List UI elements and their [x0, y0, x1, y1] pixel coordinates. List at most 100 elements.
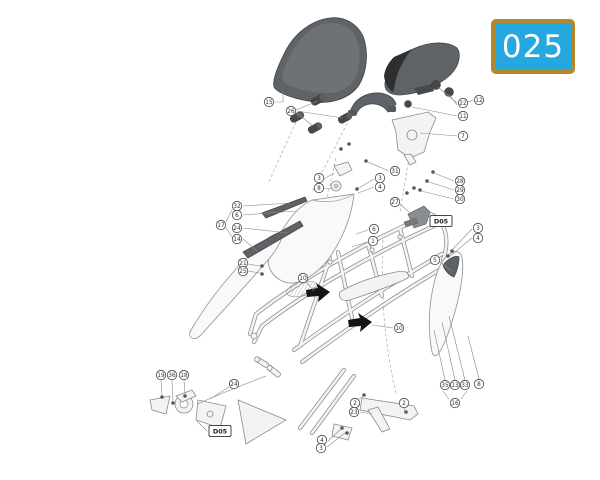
- svg-text:4: 4: [378, 185, 382, 191]
- svg-text:19: 19: [157, 373, 165, 379]
- drawing-number: 025: [501, 28, 565, 65]
- callout-13[interactable]: 13: [449, 379, 461, 391]
- rear-subframe: [250, 214, 446, 433]
- callout-17[interactable]: 17: [215, 219, 227, 231]
- svg-text:7: 7: [461, 134, 465, 140]
- subframe-casting: [339, 270, 409, 301]
- svg-text:31: 31: [391, 169, 399, 175]
- svg-text:4: 4: [476, 236, 480, 242]
- callout-25[interactable]: 25: [237, 265, 249, 277]
- left-tail-panel: [189, 196, 308, 339]
- svg-text:10: 10: [299, 276, 307, 282]
- svg-text:25: 25: [239, 269, 247, 275]
- callout-33[interactable]: 33: [459, 379, 471, 391]
- svg-text:3: 3: [378, 176, 382, 182]
- callout-22[interactable]: 22: [457, 97, 469, 109]
- alignment-lines: [267, 113, 411, 395]
- svg-text:6: 6: [235, 213, 239, 219]
- svg-text:5: 5: [433, 258, 437, 264]
- callout-3[interactable]: 3: [315, 442, 327, 454]
- svg-text:D05: D05: [434, 217, 448, 225]
- svg-text:15: 15: [265, 100, 273, 106]
- svg-text:3: 3: [476, 226, 480, 232]
- callout-32[interactable]: 32: [231, 200, 243, 212]
- svg-text:D05: D05: [213, 427, 227, 435]
- callout-11[interactable]: 11: [457, 110, 469, 122]
- seat-lock-assembly: [149, 356, 287, 445]
- callout-7[interactable]: 7: [457, 130, 469, 142]
- right-tail-panel: [428, 251, 464, 357]
- callout-35[interactable]: 35: [439, 379, 451, 391]
- callout-3[interactable]: 3: [374, 172, 386, 184]
- callout-10[interactable]: 10: [393, 322, 405, 334]
- callout-23[interactable]: 23: [348, 406, 360, 418]
- svg-text:4: 4: [320, 438, 324, 444]
- svg-text:13: 13: [451, 383, 459, 389]
- callout-5[interactable]: 5: [429, 254, 441, 266]
- svg-text:3: 3: [319, 446, 323, 452]
- callout-6[interactable]: 6: [368, 223, 380, 235]
- svg-text:27: 27: [391, 200, 399, 206]
- svg-text:33: 33: [461, 383, 469, 389]
- callout-3[interactable]: 3: [313, 172, 325, 184]
- callout-12[interactable]: 12: [473, 94, 485, 106]
- callout-24[interactable]: 24: [231, 222, 243, 234]
- callout-8[interactable]: 8: [473, 378, 485, 390]
- leader-lines: [160, 86, 480, 448]
- callout-16[interactable]: 16: [449, 397, 461, 409]
- svg-text:28: 28: [456, 179, 464, 185]
- tail-cowl: [267, 193, 355, 298]
- callout-27[interactable]: 27: [389, 196, 401, 208]
- callout-4[interactable]: 4: [374, 181, 386, 193]
- svg-text:29: 29: [456, 188, 464, 194]
- svg-text:24: 24: [230, 382, 238, 388]
- callout-2[interactable]: 2: [398, 397, 410, 409]
- callout-30[interactable]: 30: [454, 193, 466, 205]
- svg-text:8: 8: [477, 382, 481, 388]
- callout-8[interactable]: 8: [313, 182, 325, 194]
- latch-mechanism: [403, 205, 431, 229]
- callout-15[interactable]: 15: [263, 96, 275, 108]
- callout-18[interactable]: 18: [178, 369, 190, 381]
- callout-10[interactable]: 10: [297, 272, 309, 284]
- passenger-seat: [384, 42, 460, 96]
- diagram-ref-d05[interactable]: D05: [208, 425, 232, 437]
- svg-text:32: 32: [233, 204, 241, 210]
- callout-28[interactable]: 28: [454, 175, 466, 187]
- svg-text:24: 24: [233, 226, 241, 232]
- callout-2[interactable]: 2: [349, 397, 361, 409]
- callout-26[interactable]: 26: [285, 105, 297, 117]
- callout-3[interactable]: 3: [472, 222, 484, 234]
- callout-19[interactable]: 19: [155, 369, 167, 381]
- lock-keys: [197, 356, 281, 405]
- callout-1[interactable]: 1: [367, 235, 379, 247]
- svg-text:22: 22: [459, 101, 467, 107]
- svg-text:10: 10: [395, 326, 403, 332]
- frame-mounting-pads: [306, 283, 372, 332]
- svg-text:1: 1: [371, 239, 375, 245]
- svg-text:2: 2: [353, 401, 357, 407]
- svg-text:36: 36: [168, 373, 176, 379]
- drawing-number-badge: 025: [491, 19, 575, 74]
- svg-text:23: 23: [350, 410, 358, 416]
- svg-text:30: 30: [456, 197, 464, 203]
- callout-29[interactable]: 29: [454, 184, 466, 196]
- diagram-ref-d05[interactable]: D05: [429, 215, 453, 227]
- callout-31[interactable]: 31: [389, 165, 401, 177]
- callout-24[interactable]: 24: [228, 378, 240, 390]
- passenger-seat-band: [384, 49, 412, 92]
- callout-36[interactable]: 36: [166, 369, 178, 381]
- svg-text:14: 14: [233, 237, 241, 243]
- svg-text:18: 18: [180, 373, 188, 379]
- callout-4[interactable]: 4: [472, 232, 484, 244]
- svg-text:2: 2: [402, 401, 406, 407]
- grab-handle: [348, 92, 397, 116]
- seat-hinge: [330, 161, 353, 192]
- callout-6[interactable]: 6: [231, 209, 243, 221]
- callout-14[interactable]: 14: [231, 233, 243, 245]
- svg-text:26: 26: [287, 109, 295, 115]
- svg-text:17: 17: [217, 223, 225, 229]
- svg-text:6: 6: [372, 227, 376, 233]
